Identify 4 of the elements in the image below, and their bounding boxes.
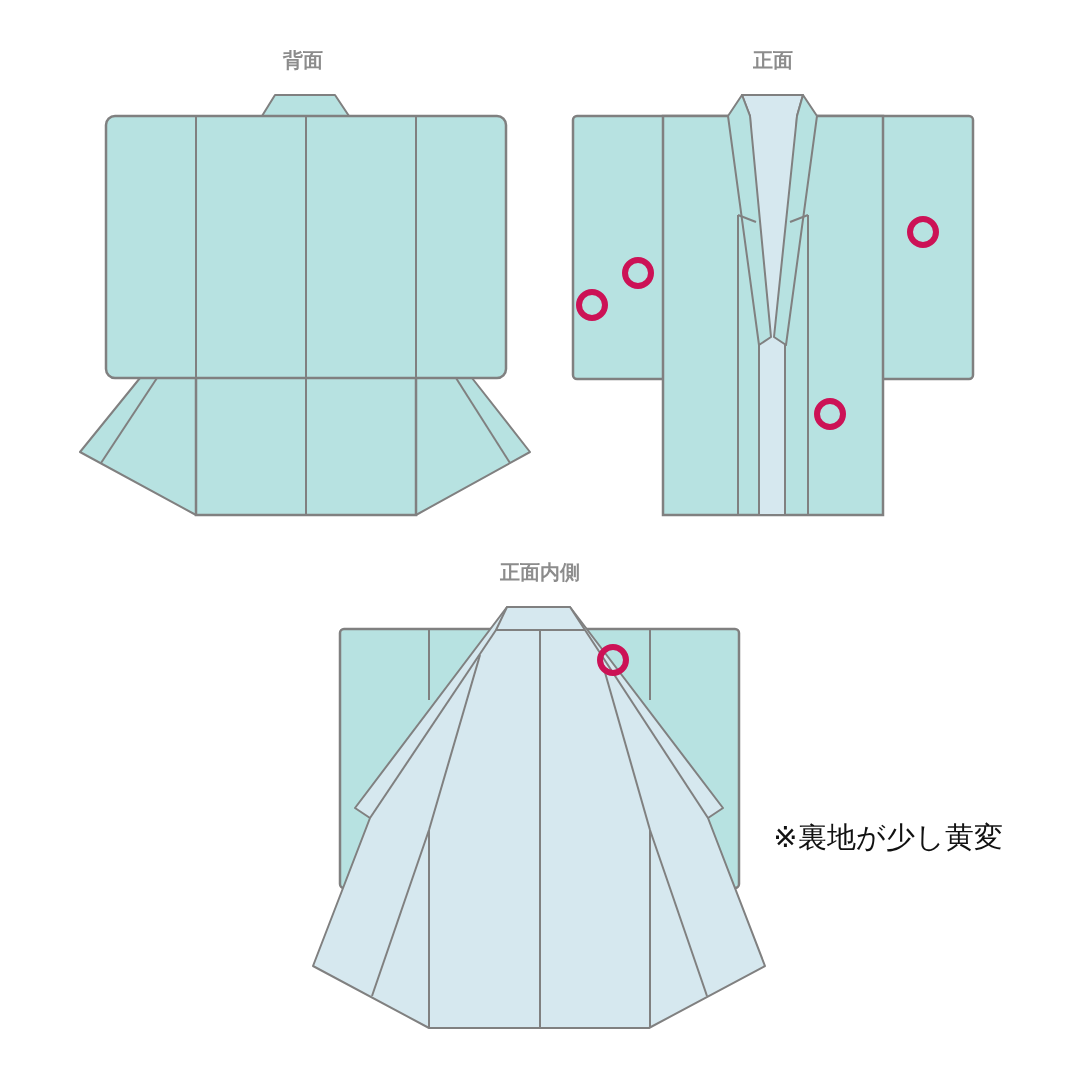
view-heading: 正面内側 [500,558,580,586]
view-heading: 正面 [753,46,793,74]
note-text: ※裏地が少し黄変 [773,819,1003,856]
view-heading: 背面 [283,46,323,74]
